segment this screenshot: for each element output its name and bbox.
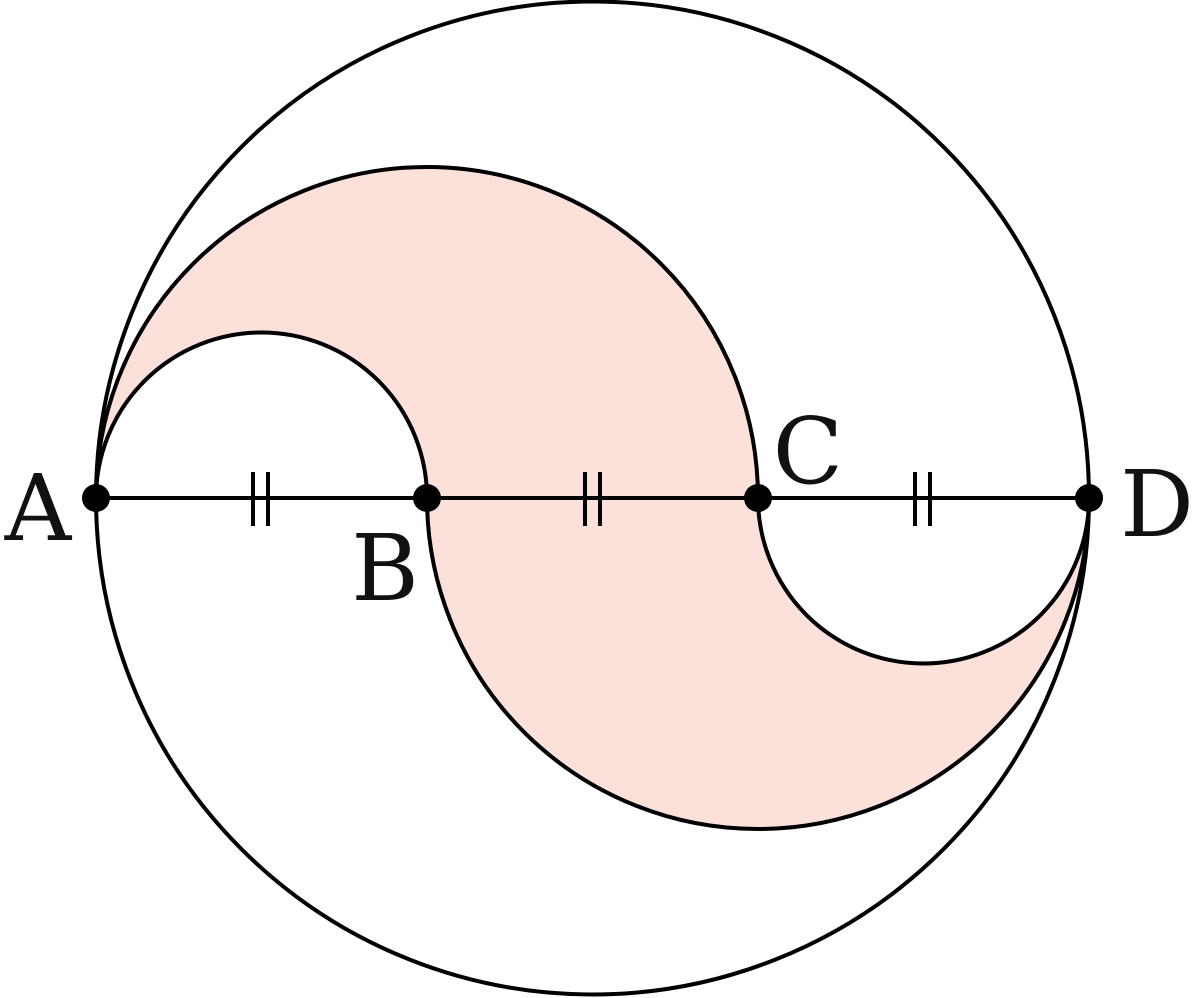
point-c: [744, 484, 772, 512]
label-b: B: [351, 515, 419, 622]
equal-mark-ab: [251, 472, 270, 526]
equal-mark-cd: [913, 472, 932, 526]
lower-semicircle-bd: [425, 496, 1091, 831]
label-a: A: [4, 455, 73, 562]
label-d: D: [1120, 451, 1194, 558]
point-b: [413, 484, 441, 512]
upper-semicircle-ac: [94, 165, 760, 500]
point-d: [1075, 484, 1103, 512]
point-a: [82, 484, 110, 512]
equal-mark-bc: [583, 472, 602, 526]
small-semicircle-cd: [756, 496, 1091, 666]
label-c: C: [773, 398, 843, 505]
small-semicircle-ab: [94, 330, 429, 500]
